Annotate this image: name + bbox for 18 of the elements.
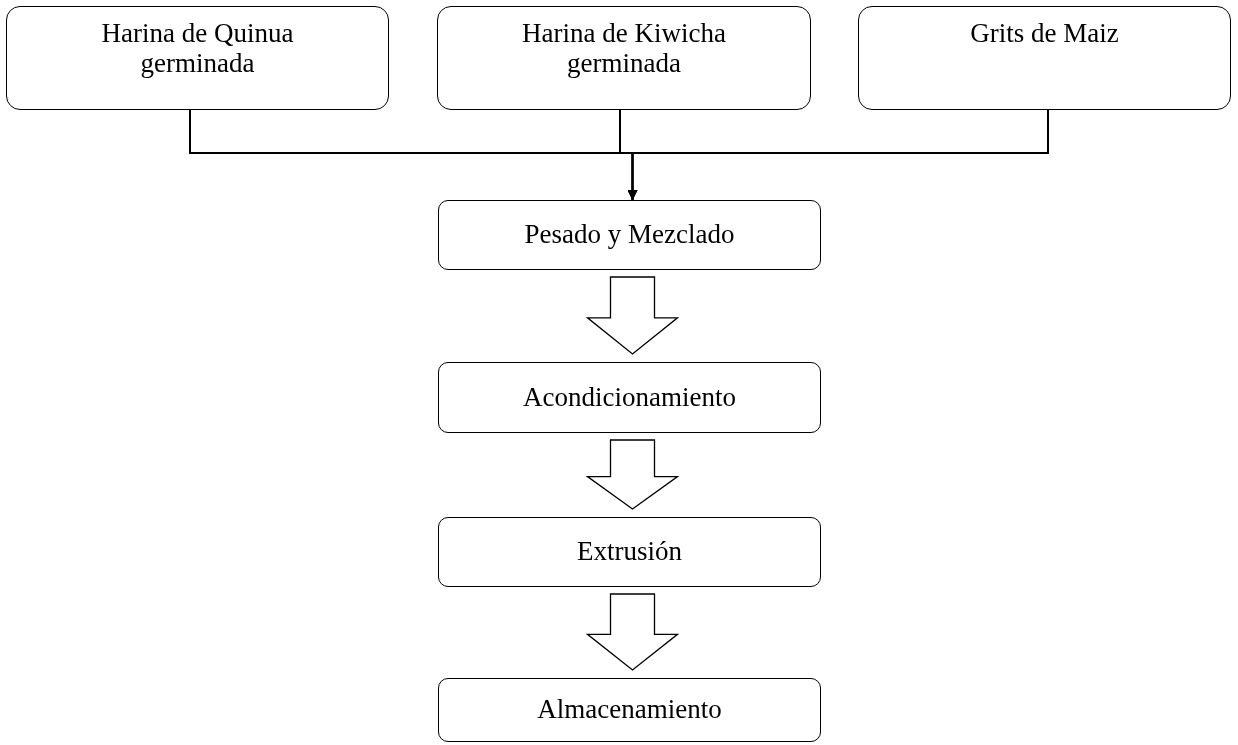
box-label: Harina de Kiwicha germinada — [521, 19, 727, 79]
box-label: Grits de Maiz — [970, 19, 1119, 49]
connector-arrow — [627, 109, 1049, 201]
box-label: Pesado y Mezclado — [524, 220, 735, 250]
process-box — [438, 200, 821, 270]
box-label: Harina de Quinua germinada — [100, 19, 295, 79]
box-label: Acondicionamiento — [523, 382, 736, 413]
process-box — [438, 517, 821, 587]
process-box — [858, 6, 1231, 110]
box-label: Almacenamiento — [537, 695, 722, 725]
block-arrow — [585, 593, 680, 671]
process-box — [438, 362, 821, 433]
box-label: Extrusión — [577, 537, 682, 567]
block-arrow — [585, 276, 680, 355]
process-box — [437, 6, 811, 110]
block-arrow — [585, 439, 680, 510]
process-box — [6, 6, 389, 110]
process-box — [438, 678, 821, 742]
